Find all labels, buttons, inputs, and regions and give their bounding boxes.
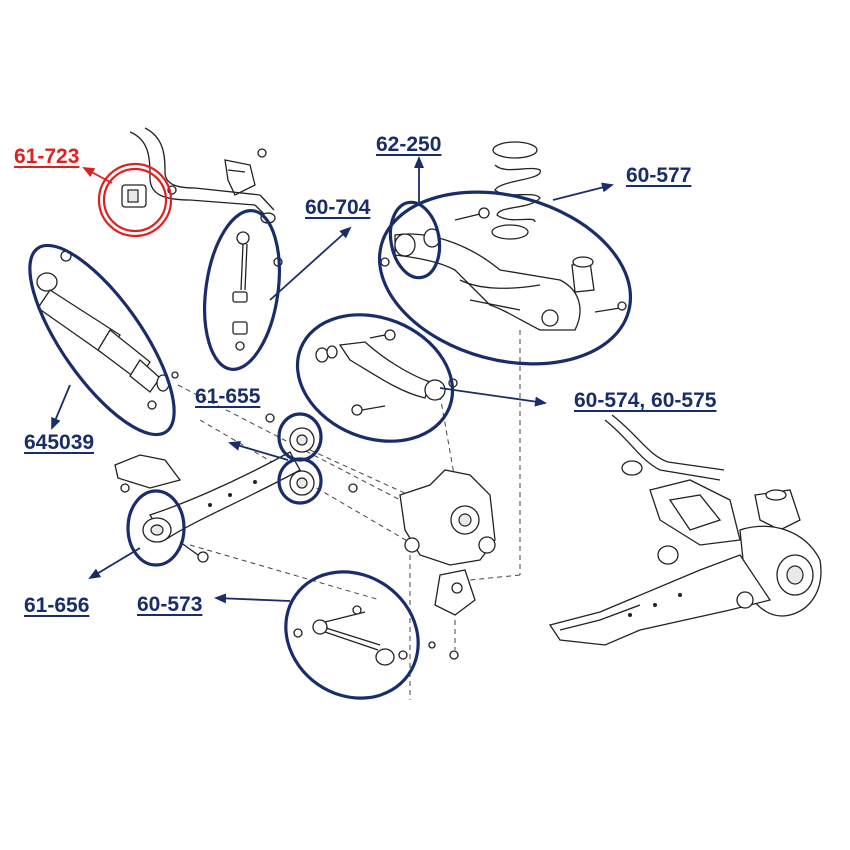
part-label-sway-bar-link[interactable]: 60-704	[305, 196, 371, 219]
highlight-ring-sway-bar-bushing	[97, 162, 173, 238]
stabilizer-link-drawing	[232, 231, 283, 351]
upper-control-arm-drawing	[315, 329, 458, 416]
part-label-upper-control-arm[interactable]: 60-574, 60-575	[574, 389, 717, 412]
arrow-lateral-link	[214, 593, 291, 604]
highlight-ring-toe-adjuster	[388, 200, 442, 280]
part-label-trailing-arm-bushing[interactable]: 61-655	[195, 385, 261, 408]
highlight-ring-knuckle-bushing	[126, 489, 186, 567]
trailing-arm-drawing	[114, 451, 301, 563]
arrow-sway-bar-bushing	[82, 167, 113, 184]
arrow-knuckle-bushing	[88, 547, 141, 580]
highlight-ring-sway-bar-link	[203, 209, 281, 371]
lower-control-arm-drawing	[380, 228, 627, 331]
trailing-arm-bushings-drawing	[265, 413, 315, 496]
highlight-ring-shock-absorber	[28, 243, 176, 437]
highlight-ring-trailing-arm-bushing-lower	[277, 457, 323, 505]
highlight-ring-sway-bar-bushing-inner	[102, 167, 168, 233]
part-label-toe-adjuster[interactable]: 62-250	[376, 133, 442, 156]
assembled-suspension-drawing	[548, 414, 822, 646]
part-label-sway-bar-bushing[interactable]: 61-723	[14, 145, 80, 168]
knuckle-drawing	[348, 469, 496, 660]
highlight-ring-lower-control-arm	[377, 190, 633, 366]
stabilizer-bar-drawing	[121, 127, 276, 224]
part-label-lower-control-arm[interactable]: 60-577	[626, 164, 692, 187]
shock-absorber-drawing	[36, 250, 179, 410]
highlight-ring-upper-control-arm	[295, 313, 455, 443]
part-label-knuckle-bushing[interactable]: 61-656	[24, 594, 90, 617]
part-label-shock-absorber[interactable]: 645039	[24, 431, 95, 454]
arrow-shock-absorber	[51, 384, 71, 430]
arrow-lower-control-arm	[552, 182, 614, 201]
arrow-trailing-arm-bushing	[228, 441, 289, 461]
part-label-lateral-link[interactable]: 60-573	[137, 593, 203, 616]
arrow-upper-control-arm	[439, 387, 547, 407]
lateral-link-drawing	[293, 605, 436, 666]
arrow-sway-bar-link	[269, 226, 352, 301]
highlight-ring-lateral-link	[284, 570, 420, 700]
coil-spring-drawing	[454, 141, 541, 240]
